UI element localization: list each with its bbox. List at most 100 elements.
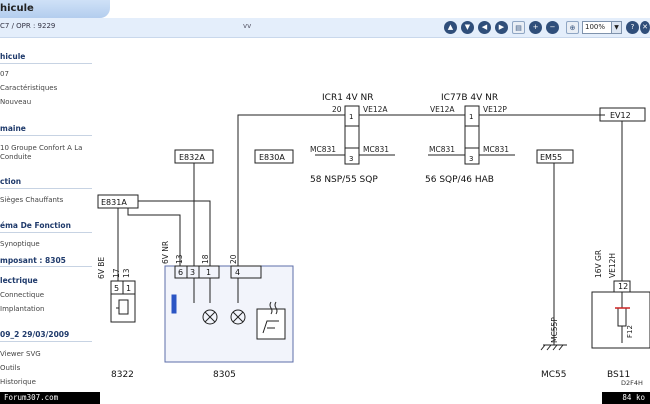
connector-caption-ic77b: 56 SQP/46 HAB	[425, 175, 494, 185]
chevron-down-icon: ▼	[611, 22, 621, 33]
help-button[interactable]: ?	[626, 21, 639, 34]
ground-label-em55: EM55	[540, 153, 562, 162]
sidebar-section-date: 09_2 29/03/2009	[0, 330, 70, 339]
component-label-8305: 8305	[213, 370, 236, 380]
magnifier-button[interactable]: ⊕	[566, 21, 579, 34]
sidebar-item-model[interactable]: 07	[0, 70, 9, 78]
wire-label-bs11: VE12H	[608, 253, 617, 278]
zoom-in-button[interactable]: +	[529, 21, 542, 34]
connector-title-ic77b: IC77B 4V NR	[441, 93, 498, 103]
pin-label: 5	[114, 284, 119, 293]
sidebar-item-nouveau[interactable]: Nouveau	[0, 98, 32, 106]
wire-label: VE12A	[430, 105, 455, 114]
wiring-diagram[interactable]: ICR1 4V NR IC77B 4V NR 20 VE12A VE12A VE…	[95, 38, 650, 390]
fuse-label: F12	[626, 325, 634, 338]
divider	[0, 135, 92, 136]
wire-label: MC831	[429, 145, 455, 154]
window-title: hicule	[0, 0, 110, 18]
pin-label: 3	[469, 155, 473, 163]
wire-number: 17	[112, 268, 121, 278]
component-label-mc55: MC55	[541, 370, 567, 380]
wire-number: 13	[175, 254, 184, 264]
sidebar-item-sieges-chauffants[interactable]: Sièges Chauffants	[0, 196, 64, 204]
wire-label-8305: 6V NR	[161, 241, 170, 264]
pin-label: 3	[190, 268, 195, 277]
help-icon: ?	[630, 23, 635, 31]
sidebar-section-composant: mposant : 8305	[0, 256, 66, 265]
wire-number: 18	[201, 254, 210, 264]
zoom-out-icon: −	[549, 23, 556, 31]
right-button[interactable]: ▶	[495, 21, 508, 34]
sidebar-item-viewer-svg[interactable]: Viewer SVG	[0, 350, 41, 358]
right-icon: ▶	[498, 23, 505, 31]
wiring-diagram-svg: ICR1 4V NR IC77B 4V NR 20 VE12A VE12A VE…	[97, 93, 650, 387]
pin-label: 3	[349, 155, 353, 163]
connector-title-icr1: ICR1 4V NR	[322, 93, 374, 103]
divider	[0, 188, 92, 189]
wire-label: MC831	[363, 145, 389, 154]
ground-label-e831a: E831A	[101, 198, 127, 207]
divider	[0, 63, 92, 64]
sidebar-item-historique[interactable]: Historique	[0, 378, 36, 386]
status-size: 84 ko	[602, 392, 650, 404]
toolbar: C7 / OPR : 9229 vv ▲ ▼ ◀ ▶ ▤ + − ⊕ 100% …	[0, 18, 650, 38]
wire-number: 20	[229, 254, 238, 264]
wire-number: 13	[122, 268, 131, 278]
divider	[0, 266, 92, 267]
sidebar-section-fonction: ction	[0, 177, 22, 186]
component-label-bs11: BS11	[607, 370, 630, 380]
zoom-out-button[interactable]: −	[546, 21, 559, 34]
zoom-select[interactable]: 100% ▼	[582, 21, 622, 34]
sidebar-item-caracteristiques[interactable]: Caractéristiques	[0, 84, 58, 92]
status-site: Forum307.com	[0, 392, 100, 404]
wire-label-mc55: MC55P	[550, 317, 559, 343]
wire-label: MC831	[483, 145, 509, 154]
seat-heater-icon	[262, 301, 279, 334]
sidebar-section-schema: éma De Fonction	[0, 221, 71, 230]
ground-label-e830a: E830A	[259, 153, 285, 162]
sidebar-item-groupe-confort[interactable]: 10 Groupe Confort A La	[0, 144, 83, 152]
sidebar-item-implantation[interactable]: Implantation	[0, 305, 45, 313]
wire-label-8322: 6V BE	[97, 257, 106, 279]
pin-label: 12	[618, 282, 628, 291]
sidebar-item-synoptique[interactable]: Synoptique	[0, 240, 40, 248]
diagram-code: D2F4H	[621, 379, 643, 387]
sidebar: hicule 07 Caractéristiques Nouveau maine…	[0, 38, 95, 390]
close-button[interactable]: ✕	[640, 21, 650, 34]
pin-label: 4	[235, 268, 240, 277]
zoom-value: 100%	[585, 23, 606, 31]
wire-label: VE12A	[363, 105, 388, 114]
down-button[interactable]: ▼	[461, 21, 474, 34]
window-title-text: hicule	[0, 3, 34, 14]
wire-label: VE12P	[483, 105, 507, 114]
wire-label: MC831	[310, 145, 336, 154]
sidebar-section-domaine: maine	[0, 124, 26, 133]
sidebar-section-vehicule: hicule	[0, 52, 26, 61]
magnifier-icon: ⊕	[569, 24, 576, 32]
pin-label: 6	[178, 268, 183, 277]
wire-label: 20	[332, 105, 342, 114]
up-button[interactable]: ▲	[444, 21, 457, 34]
up-icon: ▲	[447, 23, 454, 31]
sidebar-section-electrique: lectrique	[0, 276, 38, 285]
zoom-in-icon: +	[532, 23, 539, 31]
ground-icon	[540, 344, 564, 351]
print-icon: ▤	[515, 24, 522, 32]
left-button[interactable]: ◀	[478, 21, 491, 34]
connector-caption-icr1: 58 NSP/55 SQP	[310, 175, 378, 185]
pin-label: 1	[469, 113, 473, 121]
component-label-8322: 8322	[111, 370, 134, 380]
sidebar-item-conduite[interactable]: Conduite	[0, 153, 32, 161]
sidebar-item-outils[interactable]: Outils	[0, 364, 21, 372]
divider	[0, 341, 92, 342]
status-bar: Forum307.com 84 ko	[0, 392, 650, 404]
version-text: vv	[243, 22, 252, 30]
close-icon: ✕	[642, 23, 648, 31]
divider	[0, 232, 92, 233]
pin-label: 1	[349, 113, 353, 121]
sidebar-item-connectique[interactable]: Connectique	[0, 291, 45, 299]
left-icon: ◀	[481, 23, 488, 31]
ground-label-ev12: EV12	[610, 111, 631, 120]
down-icon: ▼	[464, 23, 471, 31]
print-button[interactable]: ▤	[512, 21, 525, 34]
